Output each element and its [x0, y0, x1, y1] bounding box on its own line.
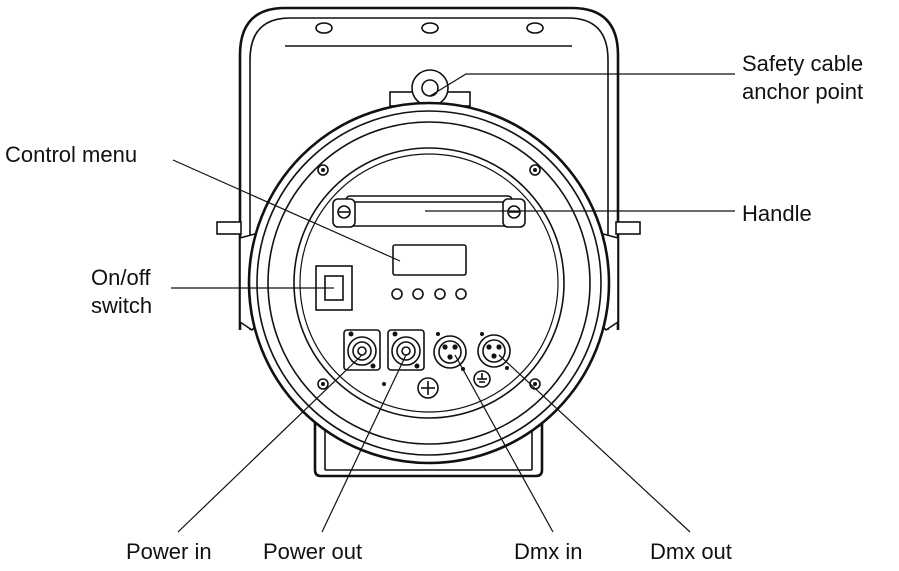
label-safety-cable-line2: anchor point [742, 79, 864, 104]
power-in-connector [343, 329, 381, 371]
menu-button-2 [412, 288, 424, 300]
label-power-out: Power out [263, 539, 363, 564]
on-off-switch [315, 265, 353, 311]
label-dmx-in: Dmx in [514, 539, 583, 564]
leader-dmx-in [454, 354, 554, 533]
yoke-hole-right [526, 22, 544, 34]
panel-dot [382, 382, 386, 386]
label-on-off-switch: On/off switch [91, 264, 152, 320]
leader-power-in [177, 354, 363, 533]
ground-symbol [473, 370, 491, 388]
label-power-in: Power in [126, 539, 212, 564]
label-safety-cable: Safety cable anchor point [742, 50, 863, 106]
yoke-hole-left [315, 22, 333, 34]
safety-cable-anchor [389, 69, 471, 107]
fuse-holder [417, 377, 439, 399]
yoke-bracket [216, 6, 641, 330]
yoke-knob-left [216, 221, 242, 235]
label-dmx-out: Dmx out [650, 539, 732, 564]
power-out-connector [387, 329, 425, 371]
leader-safety-cable [429, 73, 735, 97]
label-on-off-line1: On/off [91, 265, 151, 290]
yoke-hole-center [421, 22, 439, 34]
control-display [392, 244, 467, 276]
label-control-menu: Control menu [5, 142, 138, 167]
leader-dmx-out [498, 354, 691, 533]
yoke-knob-right [615, 221, 641, 235]
label-safety-cable-line1: Safety cable [742, 51, 864, 76]
menu-button-1 [391, 288, 403, 300]
leader-control-menu [172, 159, 401, 262]
leader-power-out [321, 354, 407, 533]
menu-button-3 [434, 288, 446, 300]
menu-button-4 [455, 288, 467, 300]
label-handle: Handle [742, 201, 812, 226]
leader-lines [171, 73, 735, 533]
menu-buttons [391, 288, 467, 300]
dmx-out-connector [477, 332, 511, 370]
label-on-off-line2: switch [91, 293, 153, 318]
